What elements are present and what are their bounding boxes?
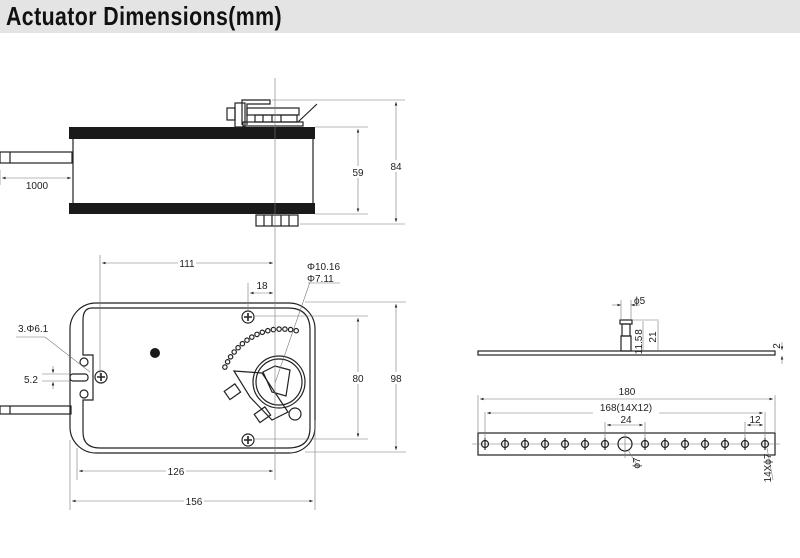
dim-edge-to-center: 126: [168, 467, 185, 478]
label-holes: 14Xϕ7: [763, 453, 774, 482]
rod-plate: [477, 350, 776, 356]
scale-mark: [287, 326, 294, 333]
dim-pin-height: 21: [648, 331, 659, 343]
scale-mark: [293, 327, 300, 334]
scale-mark: [254, 331, 260, 338]
mount-slot: [69, 373, 89, 382]
shaft-dia-max: Φ10.16: [307, 262, 340, 273]
rod-hole: [560, 438, 570, 450]
rod-hole: [500, 438, 510, 450]
actuator-body-side: [72, 131, 314, 209]
scale-mark: [276, 326, 282, 332]
dim-height: 98: [390, 374, 402, 385]
bottom-nut-block: [255, 214, 299, 227]
scale-mark: [227, 353, 234, 360]
dim-rod-length: 180: [619, 387, 636, 398]
label-mount-holes: 3.Φ6.1: [18, 324, 49, 335]
page-title: Actuator Dimensions(mm): [6, 1, 282, 31]
rod-top-view: 180 168(14X12) 24 12 ϕ7 14Xϕ7: [472, 387, 780, 482]
dim-pitch: 12: [749, 415, 761, 426]
bottom-band: [69, 203, 315, 214]
rod-holes: [480, 434, 770, 458]
position-scale: [222, 326, 300, 370]
clamp-bracket: [226, 99, 318, 128]
dim-slot-width: 5.2: [24, 375, 38, 386]
dim-center-gap: 24: [620, 415, 632, 426]
center-hole: [617, 434, 633, 458]
rod-hole: [540, 438, 550, 450]
dim-pin-dia: ϕ5: [634, 296, 646, 307]
screw-icon: [241, 433, 255, 447]
rod-hole: [520, 438, 530, 450]
screw-icon: [241, 310, 255, 324]
dim-cable-length: 1000: [26, 181, 49, 192]
dim-inner-height: 59: [352, 168, 364, 179]
rod-side-view: ϕ5 8 11.5 21 2: [477, 296, 784, 364]
shaft-dia-min: Φ7.11: [307, 274, 334, 285]
cable: [0, 405, 72, 415]
front-view: Φ10.16 Φ7.11 111 18 3.Φ6.1 5.2 80 98 126…: [0, 240, 406, 510]
title-bar: Actuator Dimensions(mm): [0, 0, 800, 33]
top-band: [69, 127, 315, 139]
dim-mount-to-center: 111: [179, 259, 195, 270]
dim-thickness: 2: [772, 343, 783, 349]
indicator-dot: [150, 348, 160, 358]
dim-total-height: 84: [390, 162, 402, 173]
dim-pin-lower: 11.5: [634, 335, 645, 354]
scale-mark: [264, 327, 271, 334]
top-view: 1000 59 84: [0, 78, 405, 240]
rod-hole: [700, 438, 710, 450]
output-hub: [223, 355, 306, 424]
rod-hole: [660, 438, 670, 450]
dim-length: 156: [186, 497, 203, 508]
pin-head: [619, 319, 633, 325]
cable: [0, 151, 73, 164]
dim-pin-upper: 8: [634, 329, 645, 335]
scale-mark: [222, 364, 228, 370]
scale-mark: [259, 329, 266, 336]
label-center-hole: ϕ7: [632, 457, 643, 469]
dim-screw-spacing: 80: [352, 374, 364, 385]
scale-mark: [224, 358, 231, 365]
scale-mark: [270, 326, 277, 333]
scale-mark: [244, 337, 250, 344]
mount-hole: [79, 389, 89, 399]
scale-mark: [249, 334, 255, 340]
screw-icon: [94, 370, 108, 384]
scale-mark: [235, 344, 241, 351]
rod-hole: [580, 438, 590, 450]
rod-hole: [680, 438, 690, 450]
scale-mark: [282, 326, 288, 332]
rod-hole: [720, 438, 730, 450]
dim-hub-offset: 18: [256, 281, 268, 292]
scale-mark: [231, 349, 238, 355]
dim-hole-span: 168(14X12): [600, 403, 652, 414]
scale-mark: [239, 340, 246, 347]
mount-hole: [79, 357, 89, 367]
